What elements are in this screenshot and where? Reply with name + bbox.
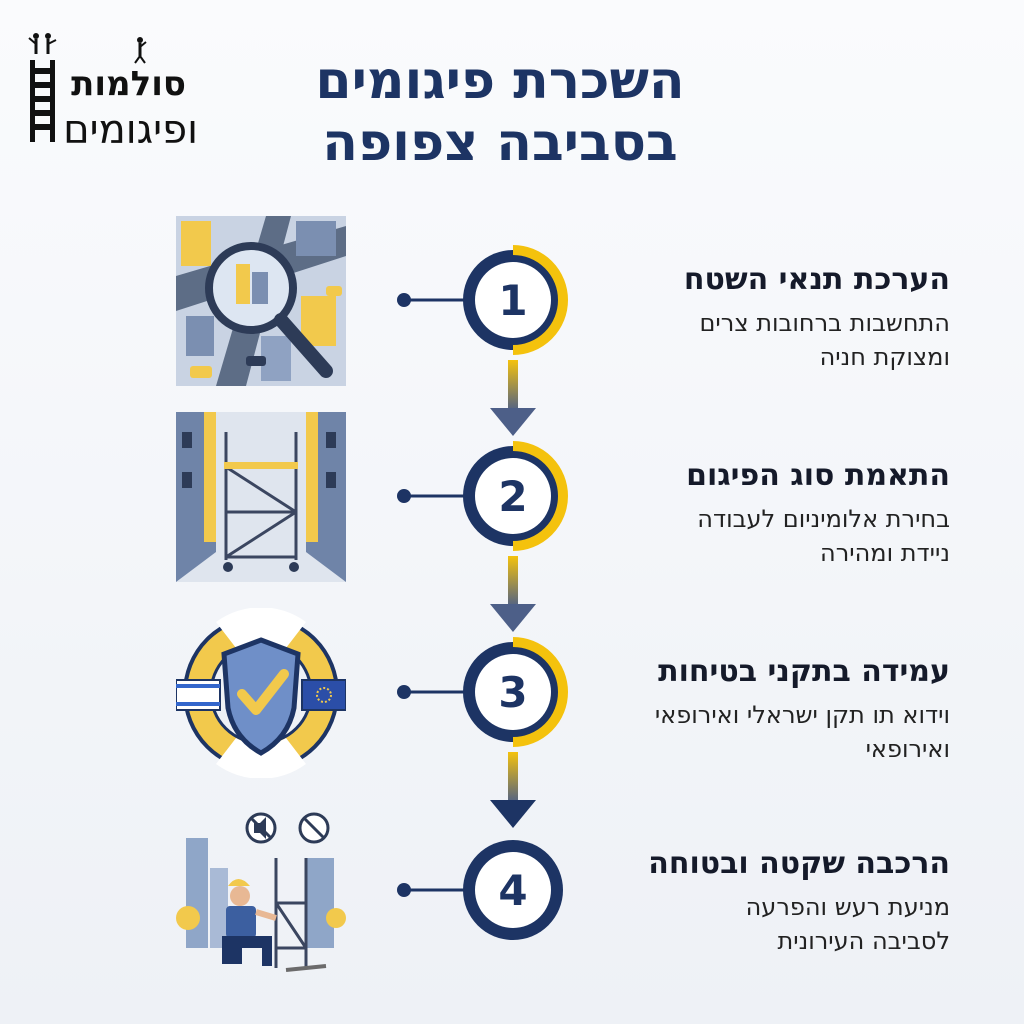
step-description-2: בחירת אלומיניום לעבודה ניידת ומהירה [600, 502, 950, 570]
step-description-3-line-1: וידוא תו תקן ישראלי ואירופאי [654, 701, 950, 729]
step-number-1: 1 [498, 276, 527, 325]
step-description-3: וידוא תו תקן ישראלי ואירופאי ואירופאי [600, 698, 950, 766]
step-number-4: 4 [498, 866, 527, 915]
ladder-logo-icon [28, 33, 57, 142]
down-arrow-icon [490, 360, 536, 436]
quiet-worker-icon [176, 812, 346, 972]
down-arrow-icon [490, 556, 536, 632]
step-title-1: הערכת תנאי השטח [683, 262, 950, 297]
step-description-1-line-2: ומצוקת חניה [819, 343, 950, 371]
down-arrow-icon [490, 752, 536, 828]
step-number-circle-4: 4 [458, 835, 568, 945]
step-description-4-line-2: לסביבה העירונית [777, 927, 950, 955]
mobile-scaffold-icon [176, 412, 346, 582]
step-title-2: התאמת סוג הפיגום [686, 458, 950, 493]
logo-text-bottom: ופיגומים [63, 107, 198, 153]
step-title-4: הרכבה שקטה ובטוחה [648, 846, 950, 881]
page-title: השכרת פיגומים בסביבה צפופה [240, 50, 760, 174]
step-description-3-line-2: ואירופאי [865, 735, 950, 763]
step-number-circle-3: 3 [458, 637, 569, 747]
step-title-3: עמידה בתקני בטיחות [658, 654, 950, 689]
step-number-circle-2: 2 [458, 441, 569, 551]
title-line-1: השכרת פיגומים [315, 51, 685, 111]
illustration-worker-assembly [176, 808, 346, 978]
step-number-2: 2 [498, 472, 527, 521]
step-description-1-line-1: התחשבות ברחובות צרים [699, 309, 951, 337]
step-description-4-line-1: מניעת רעש והפרעה [745, 893, 950, 921]
brand-logo: סולמות ופיגומים [26, 30, 201, 160]
step-description-1: התחשבות ברחובות צרים ומצוקת חניה [600, 306, 951, 374]
step-number-circle-1: 1 [458, 245, 569, 355]
step-connectors [397, 293, 536, 897]
illustration-city-magnifier [176, 216, 346, 386]
illustration-scaffold-alley [176, 412, 346, 582]
logo-text-top: סולמות [71, 64, 186, 104]
climber-logo-icon [134, 37, 147, 64]
magnifier-city-icon [176, 216, 346, 386]
illustration-safety-shield [175, 607, 347, 779]
step-description-2-line-1: בחירת אלומיניום לעבודה [697, 505, 950, 533]
step-description-2-line-2: ניידת ומהירה [820, 539, 950, 567]
step-number-3: 3 [498, 668, 527, 717]
step-description-4: מניעת רעש והפרעה לסביבה העירונית [600, 890, 950, 958]
title-line-2: בסביבה צפופה [322, 113, 678, 173]
safety-shield-icon [175, 607, 347, 779]
